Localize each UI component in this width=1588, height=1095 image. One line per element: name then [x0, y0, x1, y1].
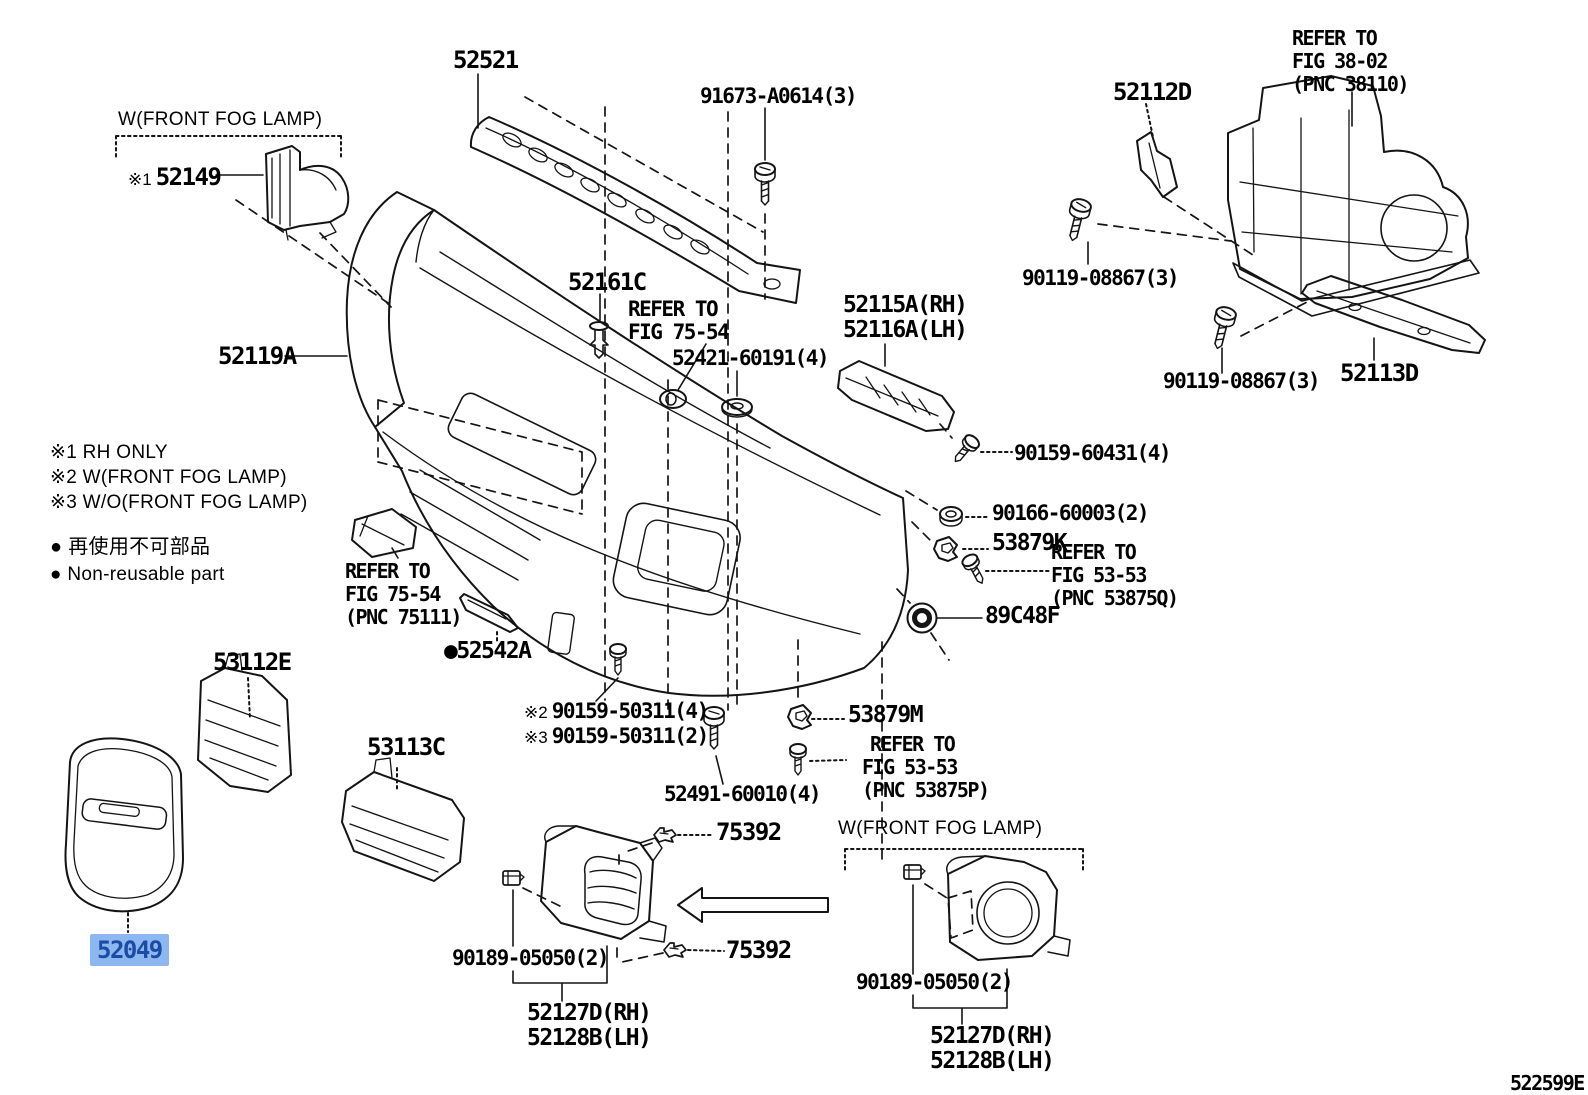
side-support-52115A-drawing: [837, 360, 955, 432]
part-label-90166: 90166-60003(2): [992, 501, 1150, 525]
duct-bar-52113D-drawing: [1301, 275, 1486, 354]
bracket-52112D-drawing: [1136, 131, 1178, 198]
part-label-90189-left: 90189-05050(2): [452, 946, 610, 970]
part-label-75392-bottom: 75392: [726, 936, 792, 964]
part-label-52542A: ●52542A: [444, 638, 532, 664]
footnotes: ※1 RH ONLY ※2 W(FRONT FOG LAMP) ※3 W/O(F…: [50, 442, 308, 513]
part-label-52161C: 52161C: [568, 268, 647, 296]
part-label-90119-1: 90119-08867(3): [1022, 266, 1180, 290]
bumper-bar-52521-drawing: [469, 116, 801, 304]
part-label-52112D: 52112D: [1113, 78, 1192, 106]
ref-fig-53-53-q: REFER TO FIG 53-53 (PNC 53875Q): [1051, 540, 1179, 610]
fog-cover-right-drawing: [946, 855, 1071, 961]
fog-bracket-52149-drawing: [265, 145, 350, 241]
part-label-52119A: 52119A: [218, 342, 297, 370]
dotted-lines: [115, 103, 1154, 952]
part-label-53113C: 53113C: [367, 733, 446, 761]
part-label-90159-60431: 90159-60431(4): [1014, 441, 1172, 465]
grille-53112E-drawing: [197, 653, 292, 793]
part-label-52049-highlighted[interactable]: 52049: [90, 934, 169, 966]
part-label-52521: 52521: [453, 46, 519, 74]
part-label-91673: 91673-A0614(3): [700, 84, 858, 108]
fog-cover-left-drawing: [540, 825, 667, 943]
ref-fig-53-53-p: REFER TO FIG 53-53 (PNC 53875P): [862, 732, 990, 802]
part-label-52115A-52116A: 52115A(RH) 52116A(LH): [843, 292, 968, 343]
part-label-53879K: 53879K: [992, 530, 1068, 556]
cover-52049-drawing: [64, 737, 184, 913]
part-label-90189-right: 90189-05050(2): [856, 970, 1014, 994]
ref-fig-38-02: REFER TO FIG 38-02 (PNC 38110): [1292, 26, 1409, 96]
note-mark-3: ※3: [524, 728, 548, 747]
part-label-52491: 52491-60010(4): [664, 782, 822, 806]
part-label-52113D: 52113D: [1340, 359, 1419, 387]
grille-53113C-drawing: [341, 757, 465, 882]
part-label-75392-top: 75392: [716, 818, 782, 846]
dashed-lines: [235, 96, 1308, 964]
diagram-code: 522599E: [1510, 1071, 1585, 1095]
part-label-52421: 52421-60191(4): [672, 346, 830, 370]
retainer-75111-drawing: [351, 508, 417, 558]
non-reusable-legend: ● 再使用不可部品 ● Non-reusable part: [50, 536, 225, 585]
note-mark-1: ※1: [128, 170, 152, 189]
ref-fig-75-54-pnc-75111: REFER TO FIG 75-54 (PNC 75111): [345, 559, 462, 629]
part-label-52127D-left: 52127D(RH) 52128B(LH): [527, 1000, 652, 1051]
part-label-89C48F: 89C48F: [985, 603, 1061, 629]
part-label-90119-2: 90119-08867(3): [1163, 369, 1321, 393]
direction-arrow: [677, 887, 829, 923]
note-mark-2: ※2: [524, 703, 548, 722]
bracket-label-fog-left: W(FRONT FOG LAMP): [118, 109, 323, 130]
part-label-52127D-right: 52127D(RH) 52128B(LH): [930, 1023, 1055, 1074]
part-label-53112E: 53112E: [213, 648, 292, 676]
bracket-label-fog-right: W(FRONT FOG LAMP): [838, 818, 1043, 839]
piece-52542A-drawing: [459, 593, 519, 633]
part-label-53879M: 53879M: [848, 702, 924, 728]
leader-lines: [215, 73, 1375, 1025]
air-duct-assembly-drawing: [1227, 75, 1480, 317]
ref-fig-75-54-top: REFER TO FIG 75-54: [628, 297, 730, 344]
